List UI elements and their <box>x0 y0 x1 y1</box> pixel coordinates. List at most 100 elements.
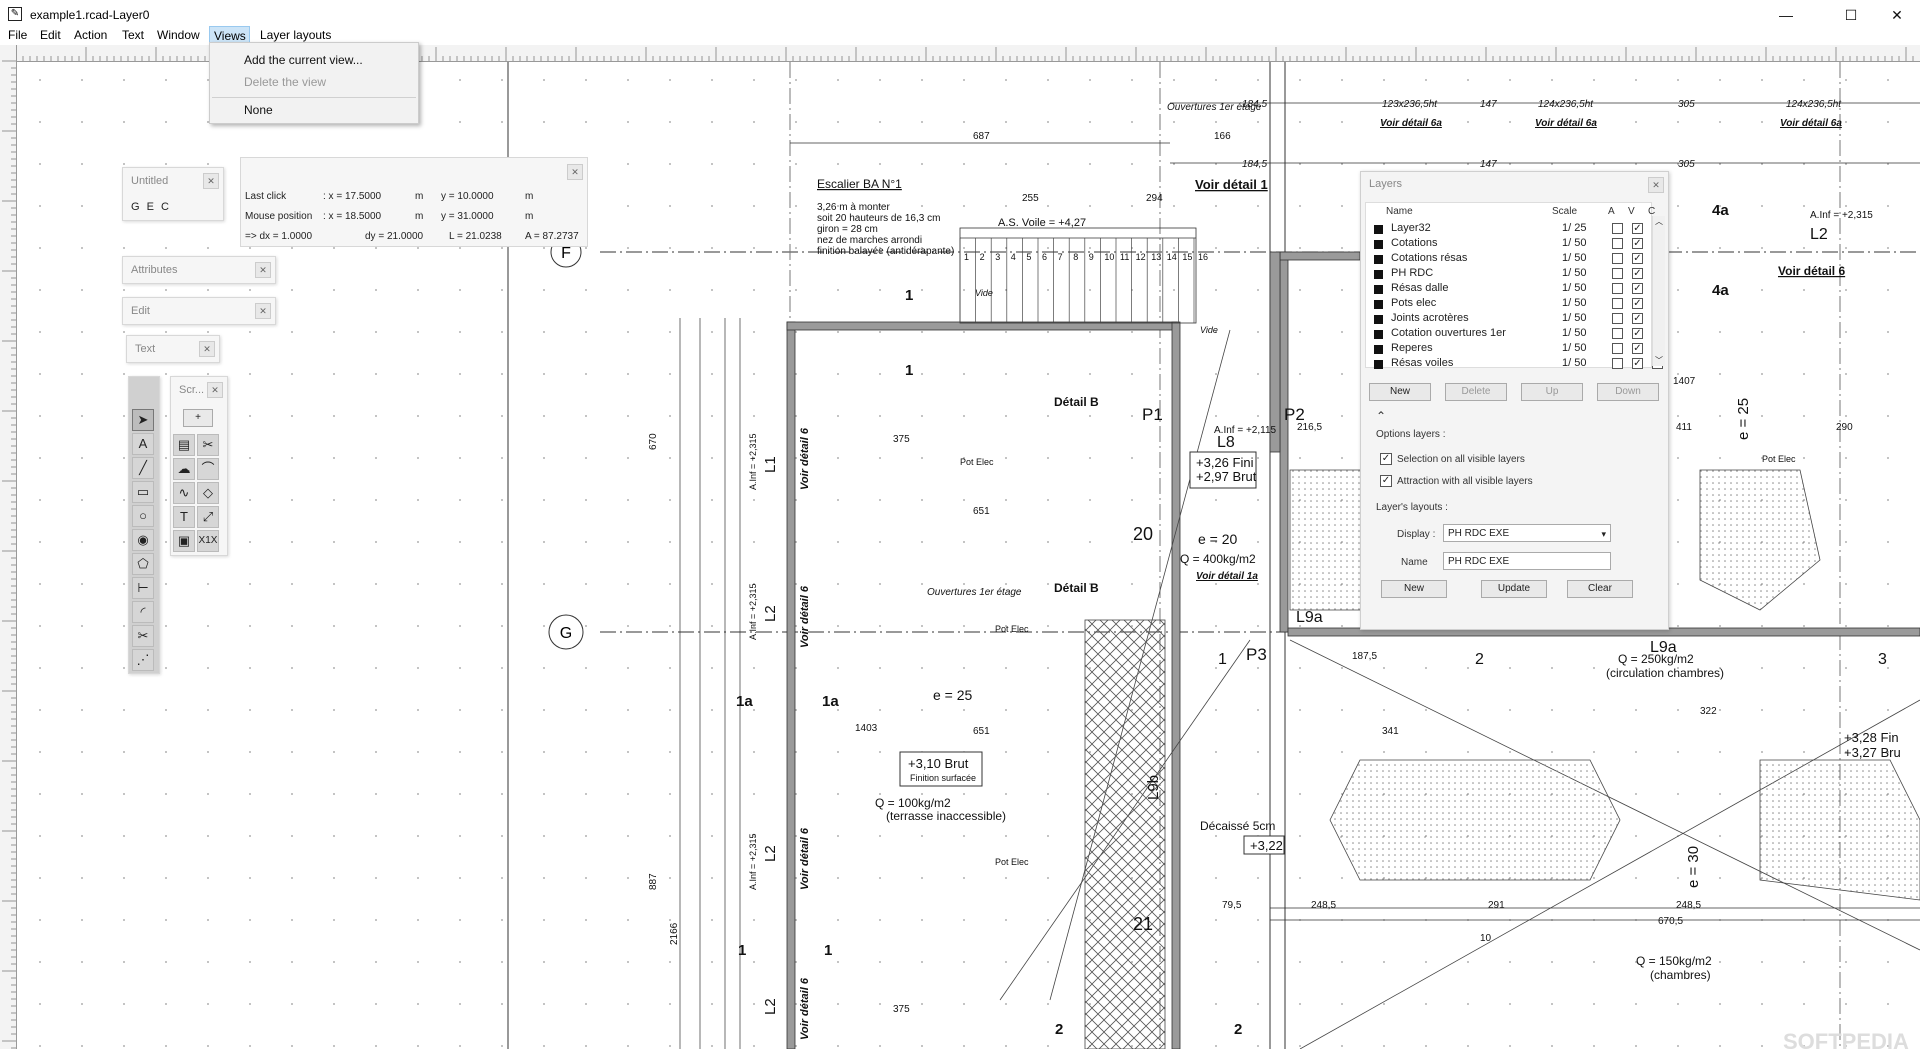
rectangle-tool-icon[interactable]: ▭ <box>132 481 154 503</box>
scr-add-button[interactable]: + <box>183 409 213 427</box>
layer-a-checkbox[interactable] <box>1612 343 1623 354</box>
layout-name-input[interactable]: PH RDC EXE <box>1443 552 1611 570</box>
attraction-visible-checkbox[interactable]: ✓ <box>1380 475 1392 487</box>
arc-tool-icon[interactable]: ◜ <box>132 601 154 623</box>
scissor-tool-icon[interactable]: ✂ <box>197 434 219 456</box>
minimize-button[interactable]: — <box>1779 7 1793 23</box>
layer-color-swatch[interactable] <box>1374 255 1383 264</box>
delete-view-item[interactable]: Delete the view <box>244 75 327 89</box>
layer-color-swatch[interactable] <box>1374 300 1383 309</box>
layer-a-checkbox[interactable] <box>1612 328 1623 339</box>
layer-v-checkbox[interactable]: ✓ <box>1632 268 1643 279</box>
menu-layer-layouts[interactable]: Layer layouts <box>260 28 332 42</box>
layer-up-button[interactable]: Up <box>1521 383 1583 401</box>
scale-tool-icon[interactable]: X1X <box>197 530 219 552</box>
column-header-a[interactable]: A <box>1608 206 1615 217</box>
scroll-up-icon[interactable]: ︿ <box>1655 217 1663 226</box>
layer-a-checkbox[interactable] <box>1612 298 1623 309</box>
layout-clear-button[interactable]: Clear <box>1567 580 1633 598</box>
column-header-c[interactable]: C <box>1648 206 1656 217</box>
layer-a-checkbox[interactable] <box>1612 358 1623 369</box>
panel-close-icon[interactable]: ✕ <box>203 173 219 189</box>
layer-color-swatch[interactable] <box>1374 285 1383 294</box>
trim-tool-icon[interactable]: ✂ <box>132 625 154 647</box>
layer-v-checkbox[interactable]: ✓ <box>1632 358 1643 369</box>
layer-v-checkbox[interactable]: ✓ <box>1632 313 1643 324</box>
layer-v-checkbox[interactable]: ✓ <box>1632 253 1643 264</box>
layer-color-swatch[interactable] <box>1374 345 1383 354</box>
collapse-icon[interactable]: ⌃ <box>1376 409 1387 423</box>
text-frame-tool-icon[interactable]: T <box>173 506 195 528</box>
display-select[interactable]: PH RDC EXE ▾ <box>1443 524 1611 542</box>
hatch-tool-icon[interactable]: ⋰ <box>132 649 154 671</box>
layer-a-checkbox[interactable] <box>1612 238 1623 249</box>
layer-v-checkbox[interactable]: ✓ <box>1632 328 1643 339</box>
circle-tool-icon[interactable]: ○ <box>132 505 154 527</box>
select-arrow-tool-icon[interactable]: ➤ <box>132 409 154 431</box>
panel-close-icon[interactable]: ✕ <box>255 262 271 278</box>
layer-v-checkbox[interactable]: ✓ <box>1632 298 1643 309</box>
layers-scrollbar[interactable]: ︿ ﹀ <box>1652 216 1665 366</box>
layer-down-button[interactable]: Down <box>1597 383 1659 401</box>
panel-close-icon[interactable]: ✕ <box>255 303 271 319</box>
column-header-scale[interactable]: Scale <box>1552 206 1578 217</box>
menu-file[interactable]: File <box>8 28 28 42</box>
layer-v-checkbox[interactable]: ✓ <box>1632 343 1643 354</box>
menu-window[interactable]: Window <box>157 28 200 42</box>
panel-close-icon[interactable]: ✕ <box>199 341 215 357</box>
selection-visible-checkbox[interactable]: ✓ <box>1380 453 1392 465</box>
menu-edit[interactable]: Edit <box>40 28 61 42</box>
symbol-tool-icon[interactable]: ▤ <box>173 434 195 456</box>
maximize-button[interactable]: ☐ <box>1844 7 1858 23</box>
stretch-tool-icon[interactable]: ⤢ <box>197 506 219 528</box>
panel-close-icon[interactable]: ✕ <box>567 164 583 180</box>
layer-a-checkbox[interactable] <box>1612 268 1623 279</box>
column-header-name[interactable]: Name <box>1386 206 1413 217</box>
curve-tool-icon[interactable]: ⌒ <box>197 458 219 480</box>
menu-action[interactable]: Action <box>74 28 108 42</box>
layer-a-checkbox[interactable] <box>1612 313 1623 324</box>
layout-update-button[interactable]: Update <box>1481 580 1547 598</box>
layer-a-checkbox[interactable] <box>1612 283 1623 294</box>
layer-v-checkbox[interactable]: ✓ <box>1632 223 1643 234</box>
layer-a-checkbox[interactable] <box>1612 253 1623 264</box>
cloud-tool-icon[interactable]: ☁ <box>173 458 195 480</box>
column-header-v[interactable]: V <box>1628 206 1635 217</box>
layer-v-checkbox[interactable]: ✓ <box>1632 283 1643 294</box>
line-tool-icon[interactable]: ╱ <box>132 457 154 479</box>
panel-close-icon[interactable]: ✕ <box>1648 177 1664 193</box>
menu-views[interactable]: Views <box>209 26 250 44</box>
bezier-tool-icon[interactable]: ∿ <box>173 482 195 504</box>
layer-new-button[interactable]: New <box>1369 383 1431 401</box>
menu-text[interactable]: Text <box>122 28 145 42</box>
layer-color-swatch[interactable] <box>1374 270 1383 279</box>
layer-color-swatch[interactable] <box>1374 360 1383 369</box>
text-tool-icon[interactable]: A <box>132 433 154 455</box>
image-tool-icon[interactable]: ▣ <box>173 530 195 552</box>
layer-delete-button[interactable]: Delete <box>1445 383 1507 401</box>
polygon-tool-icon[interactable]: ⬠ <box>132 553 154 575</box>
panel-close-icon[interactable]: ✕ <box>207 382 223 398</box>
layer-a-checkbox[interactable] <box>1612 223 1623 234</box>
close-button[interactable]: ✕ <box>1891 7 1903 23</box>
layer-v-checkbox[interactable]: ✓ <box>1632 238 1643 249</box>
layer-color-swatch[interactable] <box>1374 225 1383 234</box>
layer-color-swatch[interactable] <box>1374 240 1383 249</box>
layer-color-swatch[interactable] <box>1374 315 1383 324</box>
layout-new-button[interactable]: New <box>1381 580 1447 598</box>
none-view-item[interactable]: None <box>244 103 273 117</box>
add-current-view-item[interactable]: Add the current view... <box>244 53 363 67</box>
dimension-tool-icon[interactable]: ⊢ <box>132 577 154 599</box>
layer-color-swatch[interactable] <box>1374 330 1383 339</box>
circle-center-tool-icon[interactable]: ◉ <box>132 529 154 551</box>
